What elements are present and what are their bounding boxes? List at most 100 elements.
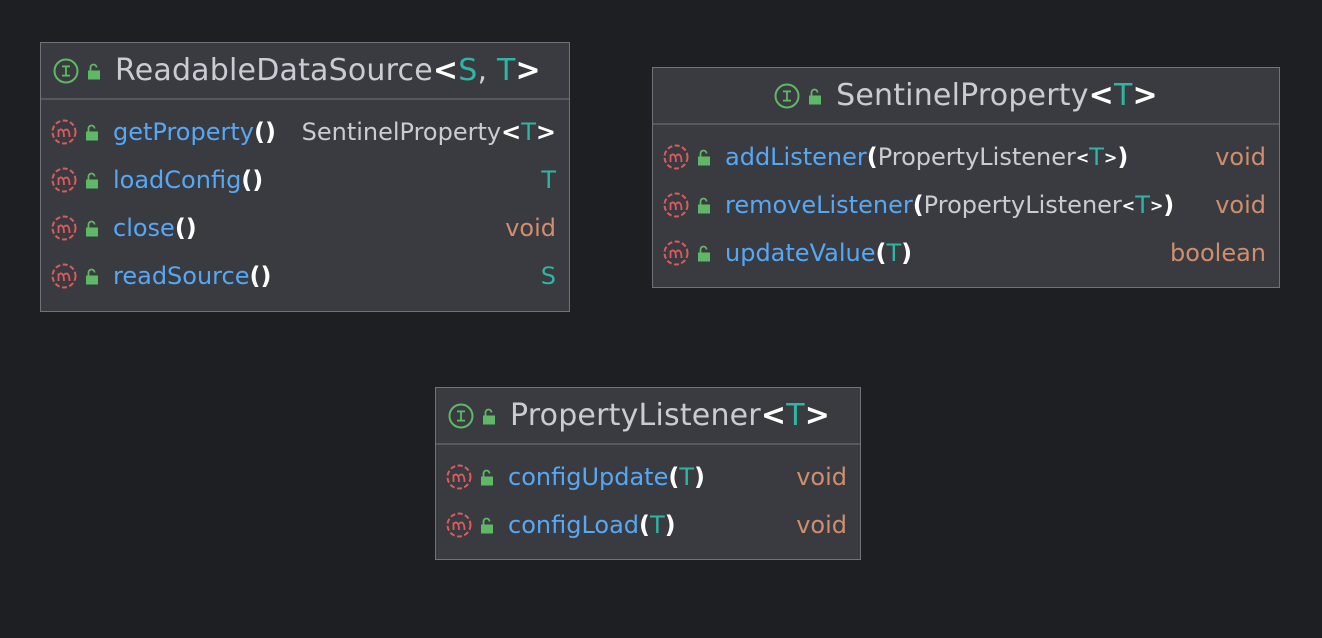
method-name: readSource [113,262,250,290]
public-lock-icon [85,124,99,142]
method-list: addListener(PropertyListener<T>) void re… [653,125,1279,283]
interface-icon [774,83,800,108]
public-lock-icon [697,245,711,263]
type-separator: , [477,53,497,88]
method-name: getProperty [113,118,254,146]
method-row-config-load[interactable]: configLoad(T) void [436,501,860,549]
class-title: ReadableDataSource<S, T> [115,53,541,88]
paren-open: ( [639,511,650,539]
paren-open: ( [241,166,253,194]
angle-open: < [1088,78,1115,113]
interface-icon [448,403,474,428]
class-title: PropertyListener<T> [510,398,830,433]
method-icon [446,512,472,538]
method-list: configUpdate(T) void configLoad(T) void [436,445,860,555]
angle-close: > [1149,195,1164,215]
method-name: addListener [725,143,867,171]
angle-close: > [535,118,556,146]
method-icon [446,464,472,490]
class-header: SentinelProperty<T> [653,68,1279,125]
method-icon [51,167,77,193]
class-box-readable-data-source[interactable]: ReadableDataSource<S, T> getProperty() S… [40,42,570,312]
interface-icon [53,58,79,83]
paren-close: ) [185,214,197,242]
method-row-remove-listener[interactable]: removeListener(PropertyListener<T>) void [653,181,1279,229]
method-row-load-config[interactable]: loadConfig() T [41,156,569,204]
return-type: S [540,262,556,290]
method-name: configUpdate [508,463,669,491]
param-type: PropertyListener [923,191,1122,219]
return-type-name: SentinelProperty [301,118,502,146]
angle-close: > [515,53,541,88]
class-header: PropertyListener<T> [436,388,860,445]
type-param: T [1135,191,1150,219]
public-lock-icon [87,63,101,80]
public-lock-icon [85,172,99,190]
public-lock-icon [482,408,496,425]
paren-close: ) [1163,191,1175,219]
angle-close: > [804,398,831,433]
type-param: T [496,53,516,88]
paren-close: ) [1117,143,1129,171]
class-box-sentinel-property[interactable]: SentinelProperty<T> addListener(Property… [652,67,1280,288]
method-row-update-value[interactable]: updateValue(T) boolean [653,229,1279,277]
param-type: PropertyListener [877,143,1076,171]
type-param: T [521,118,536,146]
return-type: void [505,214,556,242]
paren-close: ) [260,262,272,290]
method-row-read-source[interactable]: readSource() S [41,252,569,300]
return-type: void [796,463,847,491]
angle-open: < [760,398,787,433]
type-param: T [649,511,665,539]
angle-open: < [1121,195,1136,215]
return-type: SentinelProperty<T> [302,118,556,146]
paren-close: ) [264,118,276,146]
method-name: removeListener [725,191,913,219]
angle-open: < [1075,147,1090,167]
type-param: T [1089,143,1104,171]
class-box-property-listener[interactable]: PropertyListener<T> configUpdate(T) void… [435,387,861,560]
angle-open: < [501,118,522,146]
method-name: configLoad [508,511,640,539]
method-icon [663,192,689,218]
class-name: ReadableDataSource [115,53,433,88]
public-lock-icon [480,469,494,487]
method-icon [51,119,77,145]
class-name: SentinelProperty [836,78,1089,113]
method-row-config-update[interactable]: configUpdate(T) void [436,453,860,501]
paren-close: ) [252,166,264,194]
paren-open: ( [249,262,261,290]
return-type: boolean [1170,239,1266,267]
return-type: void [1215,191,1266,219]
public-lock-icon [85,220,99,238]
paren-open: ( [875,239,887,267]
public-lock-icon [85,268,99,286]
method-icon [51,215,77,241]
angle-close: > [1132,78,1158,113]
method-icon [663,240,689,266]
public-lock-icon [697,197,711,215]
angle-close: > [1103,147,1118,167]
paren-open: ( [668,463,680,491]
paren-close: ) [664,511,676,539]
public-lock-icon [480,517,494,535]
return-type: T [541,166,556,194]
method-row-close[interactable]: close() void [41,204,569,252]
class-name: PropertyListener [510,398,761,433]
method-name: loadConfig [113,166,242,194]
return-type: void [1215,143,1266,171]
type-param: S [458,53,478,88]
public-lock-icon [808,88,823,105]
type-param: T [1114,78,1133,113]
class-header: ReadableDataSource<S, T> [41,43,569,100]
paren-open: ( [912,191,924,219]
return-type: void [796,511,847,539]
method-icon [663,144,689,170]
angle-open: < [432,53,459,88]
paren-open: ( [253,118,265,146]
method-icon [51,263,77,289]
method-row-get-property[interactable]: getProperty() SentinelProperty<T> [41,108,569,156]
type-param: T [886,239,902,267]
method-row-add-listener[interactable]: addListener(PropertyListener<T>) void [653,133,1279,181]
